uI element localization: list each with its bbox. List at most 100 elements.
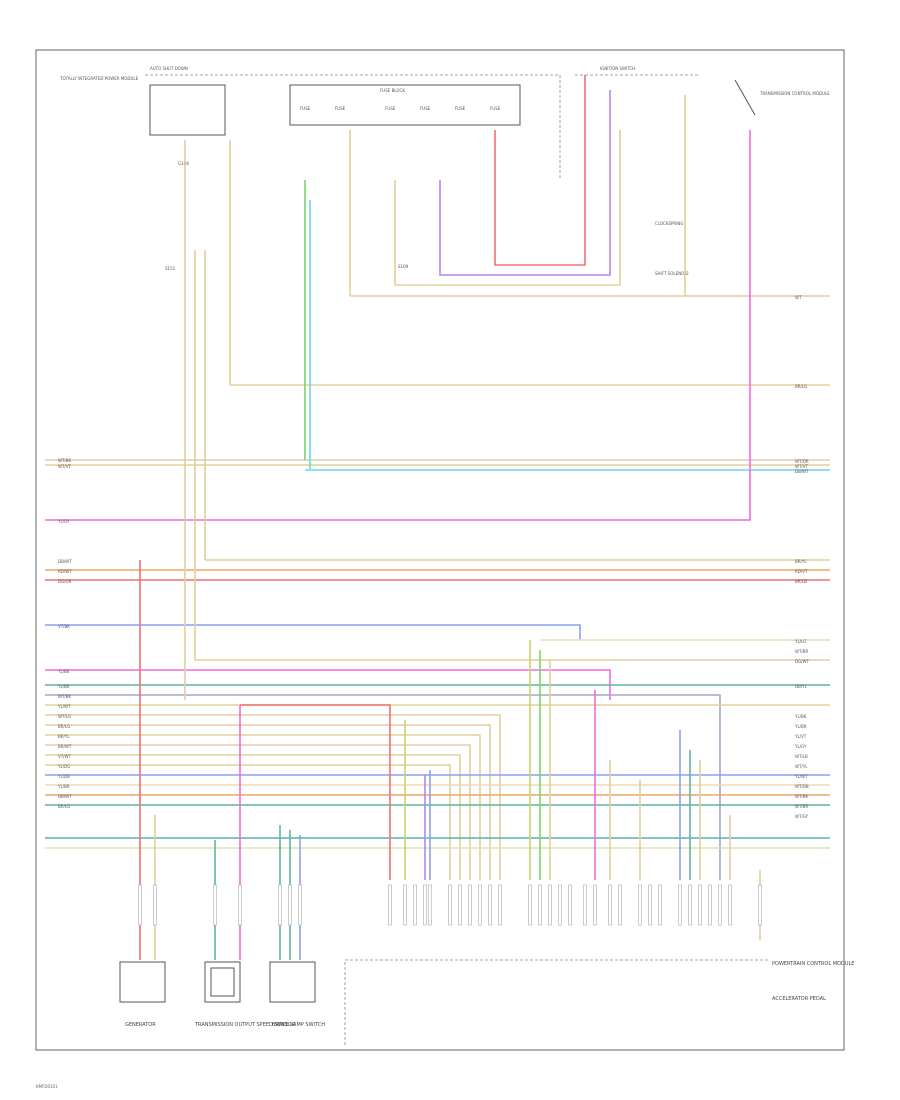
connector-pin-31 — [688, 884, 692, 926]
connector-pin-10 — [423, 884, 427, 926]
wire-group — [45, 75, 830, 960]
left-wire-label: VT/BK — [58, 624, 70, 629]
left-wire-label: YL/DB — [57, 774, 70, 779]
wire-tan-19 — [45, 744, 471, 880]
sensor-box-outer — [204, 961, 241, 1003]
right-wire-label: BR/YL — [795, 559, 807, 564]
fuse-4-label: FUSE — [420, 106, 431, 111]
brake-switch-box — [269, 961, 316, 1003]
wire-tan-18 — [45, 734, 481, 880]
connector-pin-7 — [388, 884, 392, 926]
connector-pin-22 — [568, 884, 572, 926]
accel-pedal-label: ACCELERATOR PEDAL — [772, 996, 826, 1002]
right-wire-label: BR/LB — [795, 579, 807, 584]
fuse-block-label: FUSE BLOCK — [380, 88, 405, 93]
wire-violet-36 — [439, 90, 611, 276]
connector-pin-12 — [448, 884, 452, 926]
generator-box — [119, 961, 166, 1003]
connector-pin-16 — [488, 884, 492, 926]
left-wire-label: YL/BR — [57, 784, 70, 789]
ignition-switch-label: IGNITION SWITCH — [600, 66, 635, 71]
left-wire-label: YL/BK — [57, 669, 70, 674]
left-wire-label: BR/LG — [58, 724, 70, 729]
top-right-label: TRANSMISSION CONTROL MODULE — [759, 91, 830, 96]
splice-top-label: S109 — [398, 264, 409, 269]
right-wire-label: WT/YL — [795, 764, 808, 769]
wire-tan-16 — [45, 714, 501, 880]
right-wire-labels: WTBR/LGWT/ORWT/VTDB/WTBR/YLRD/VTBR/LBYL/… — [794, 295, 809, 819]
left-wire-label: YL/BK — [57, 684, 70, 689]
connector-pin-1 — [153, 884, 157, 926]
wire-red-43 — [240, 704, 391, 880]
right-wire-label: WT/VT — [795, 464, 808, 469]
left-wire-label: DG/OR — [58, 579, 72, 584]
connector-pin-9 — [413, 884, 417, 926]
connector-pin-14 — [468, 884, 472, 926]
left-wire-label: WT/LG — [58, 714, 71, 719]
wire-tan-17 — [45, 724, 491, 880]
brake-switch-label: BRAKE LAMP SWITCH — [272, 1022, 325, 1028]
page-footer: KMFD0101 — [36, 1084, 58, 1089]
connector-pin-23 — [583, 884, 587, 926]
left-wire-label: YL/WT — [57, 704, 71, 709]
connector-pin-13 — [458, 884, 462, 926]
left-wire-label: WT/VT — [58, 464, 71, 469]
right-wire-label: BR/LG — [795, 384, 807, 389]
left-wire-label: BR/LG — [58, 804, 70, 809]
sensor-label: TRANSMISSION OUTPUT SPEED SENSOR — [194, 1022, 296, 1028]
fuse-6-label: FUSE — [490, 106, 501, 111]
wire-tan-21 — [45, 764, 451, 880]
connector-pin-15 — [478, 884, 482, 926]
right-wire-label: WT/OR — [795, 459, 809, 464]
ground-label: G108 — [178, 161, 189, 166]
fuse-block-box — [289, 84, 521, 126]
left-wire-labels: WT/BKWT/VTYL/GYDB/WTRD/WTDG/ORVT/BKYL/BK… — [57, 458, 72, 809]
connector-pin-5 — [288, 884, 292, 926]
connector-pin-29 — [658, 884, 662, 926]
right-wire-label: YL/VT — [794, 734, 807, 739]
connector-pin-27 — [638, 884, 642, 926]
connector-pin-20 — [548, 884, 552, 926]
connector-pin-28 — [648, 884, 652, 926]
connector-pin-6 — [298, 884, 302, 926]
connector-pin-0 — [138, 884, 142, 926]
right-wire-label: WT — [795, 295, 802, 300]
connector-pin-18 — [528, 884, 532, 926]
right-wire-label: WT/BK — [795, 794, 808, 799]
connector-pin-4 — [278, 884, 282, 926]
left-wire-label: BR/WT — [58, 744, 72, 749]
clockspring-label: CLOCKSPRING — [655, 221, 683, 226]
connector-pin-21 — [558, 884, 562, 926]
left-wire-label: VT/WT — [58, 754, 71, 759]
connector-pin-34 — [718, 884, 722, 926]
connector-pin-11 — [428, 884, 432, 926]
connector-pin-32 — [698, 884, 702, 926]
connector-pin-8 — [403, 884, 407, 926]
right-wire-label: WT/GY — [795, 814, 809, 819]
wire-tan-20 — [45, 754, 461, 880]
right-wire-label: DG/WT — [795, 659, 809, 664]
connector-pin-2 — [213, 884, 217, 926]
connector-pin-19 — [538, 884, 542, 926]
left-wire-label: WT/BK — [58, 694, 71, 699]
connector-pin-30 — [678, 884, 682, 926]
generator-label: GENERATOR — [125, 1022, 156, 1028]
left-wire-label: YL/GY — [57, 519, 70, 524]
wire-tan-35 — [394, 130, 621, 286]
asd-relay-box — [149, 84, 226, 136]
diagram-frame — [35, 49, 845, 1051]
right-wire-label: YL/BR — [794, 724, 807, 729]
connector-pin-36 — [758, 884, 762, 926]
left-wire-label: DB/WT — [58, 794, 72, 799]
left-wire-label: DB/WT — [58, 559, 72, 564]
left-wire-label: YL/DG — [57, 764, 70, 769]
wire-red-37 — [494, 75, 586, 266]
right-wire-label: YL/BK — [794, 714, 807, 719]
fuse-3-label: FUSE — [385, 106, 396, 111]
connector-pin-17 — [498, 884, 502, 926]
right-wire-label: DB/WT — [795, 469, 809, 474]
fuse-2-label: FUSE — [335, 106, 346, 111]
left-wire-label: WT/BK — [58, 458, 71, 463]
shift-solenoid-label: SHIFT SOLENOID — [655, 271, 689, 276]
